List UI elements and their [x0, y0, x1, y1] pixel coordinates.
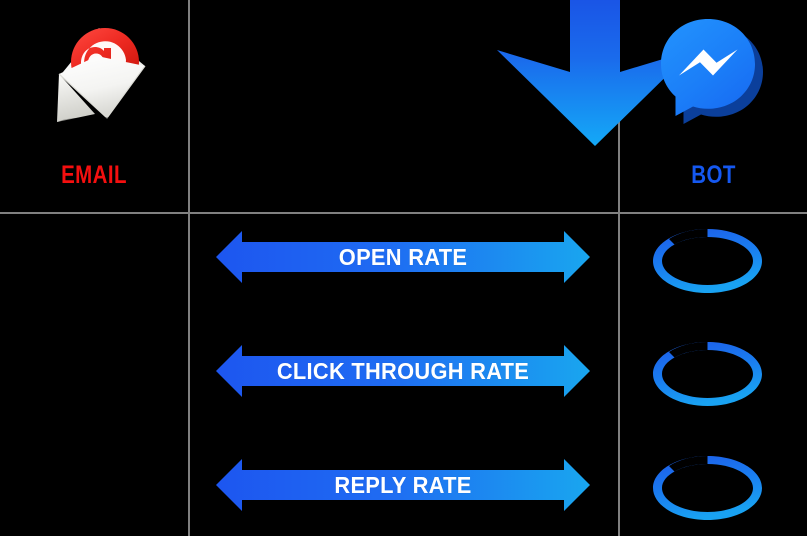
middle-column-header [190, 0, 693, 212]
email-envelope-at-icon [0, 8, 188, 138]
metric-banner-label: OPEN RATE [338, 243, 468, 270]
bot-column-header: BOT [620, 0, 807, 212]
empty-ring-icon [645, 448, 770, 528]
header-row-divider [0, 212, 807, 214]
email-column-label: EMAIL [61, 161, 127, 189]
column-divider-left [188, 0, 190, 536]
messenger-logo-icon [620, 8, 807, 138]
bot-column-label: BOT [691, 161, 736, 189]
metric-banner-label: REPLY RATE [334, 471, 472, 498]
column-divider-right [618, 0, 620, 536]
email-column-header: EMAIL [0, 0, 188, 212]
metric-banner-click-through-rate: CLICK THROUGH RATE [216, 336, 590, 406]
empty-ring-icon [645, 221, 770, 301]
metric-banner-reply-rate: REPLY RATE [216, 450, 590, 520]
metric-banner-open-rate: OPEN RATE [216, 222, 590, 292]
empty-ring-icon [645, 334, 770, 414]
metric-banner-label: CLICK THROUGH RATE [276, 357, 530, 384]
down-arrow-icon [497, 0, 693, 146]
